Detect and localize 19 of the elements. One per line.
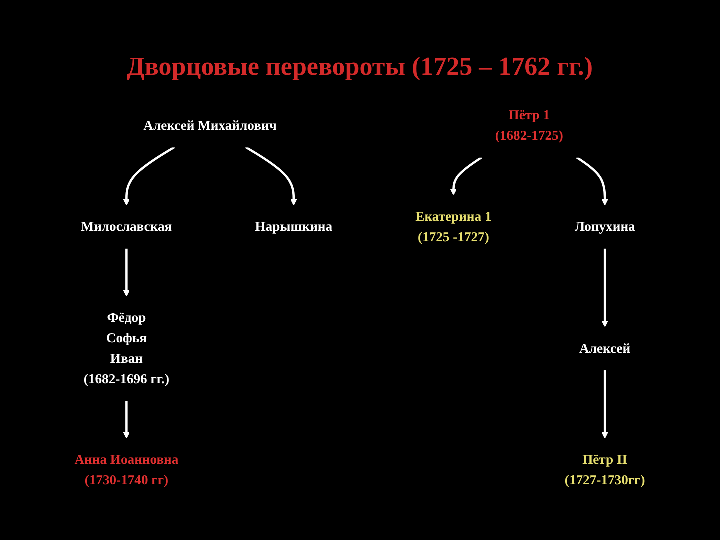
arrow [245, 146, 298, 206]
arrow [123, 146, 176, 206]
node-text: Екатерина 1 (1725 -1727) [416, 208, 492, 244]
arrow [602, 370, 608, 439]
node-text: Милославская [81, 219, 172, 234]
node-text: Фёдор Софья Иван (1682-1696 гг.) [84, 310, 170, 386]
node-text: Алексей Михайлович [144, 118, 277, 133]
node-text: Пётр 1 (1682-1725) [495, 108, 564, 144]
node-text: Пётр II (1727-1730гг) [564, 452, 646, 488]
node-text: Лопухина [574, 219, 636, 234]
arrow [450, 156, 483, 196]
node-text: Нарышкина [255, 219, 333, 234]
node-text: Алексей [580, 340, 631, 356]
node-text: Анна Иоанновна (1730-1740 гг) [74, 452, 179, 488]
arrow [123, 248, 130, 297]
arrow [123, 400, 130, 439]
title: Дворцовые перевороты (1725 – 1762 гг.) [126, 52, 594, 82]
arrow [576, 156, 608, 206]
arrow [602, 248, 608, 328]
